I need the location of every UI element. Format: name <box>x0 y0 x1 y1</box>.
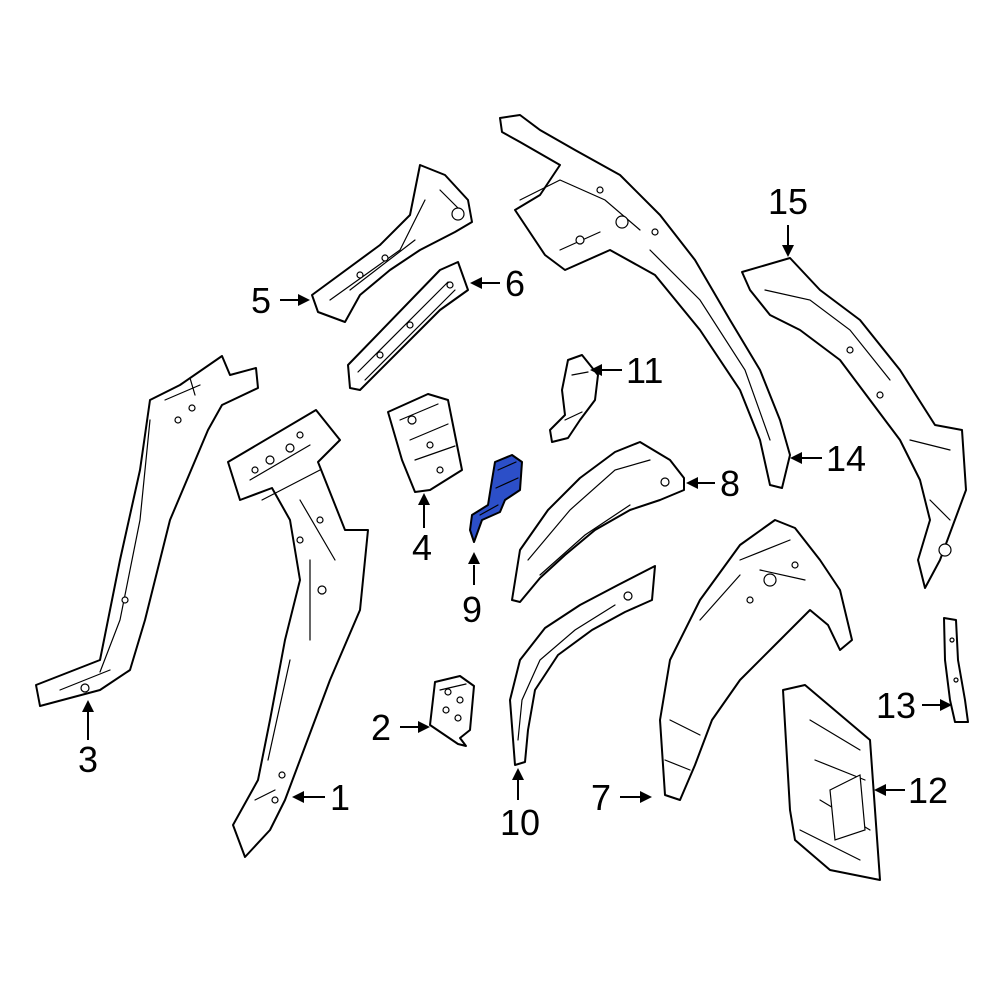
part-3-pillar-reinforcement[interactable] <box>35 355 259 707</box>
part-15-rear-pillar[interactable] <box>741 257 967 589</box>
callout-label-13: 13 <box>876 685 916 726</box>
callout-11-leader <box>590 364 622 376</box>
callout-label-4: 4 <box>412 527 432 568</box>
part-8-wheelhouse-arch[interactable] <box>511 441 685 603</box>
part-13-strip[interactable] <box>943 617 969 723</box>
part-14-roof-rail[interactable] <box>499 114 791 489</box>
callout-label-11: 11 <box>626 350 663 391</box>
callout-label-6: 6 <box>505 263 525 304</box>
callout-label-10: 10 <box>500 802 540 843</box>
callout-label-2: 2 <box>371 707 391 748</box>
callout-label-1: 1 <box>330 777 350 818</box>
part-7-wheelhouse-outer[interactable] <box>659 519 853 801</box>
callout-label-7: 7 <box>591 777 611 818</box>
part-9-bracket-highlighted[interactable] <box>469 454 523 543</box>
part-11-bracket[interactable] <box>549 354 599 443</box>
callout-2-leader <box>400 721 430 733</box>
part-4-gusset[interactable] <box>387 393 463 493</box>
callout-8-leader <box>686 477 715 489</box>
callout-10-leader <box>512 768 524 800</box>
callout-1-leader <box>292 791 325 803</box>
callout-label-3: 3 <box>78 739 98 780</box>
callout-5-leader <box>280 294 310 306</box>
callout-4-leader <box>418 493 430 528</box>
callout-15-leader <box>782 225 794 257</box>
callout-14-leader <box>790 452 822 464</box>
callout-3-leader <box>82 700 94 740</box>
callout-12-leader <box>874 784 905 796</box>
callout-label-9: 9 <box>462 589 482 630</box>
part-1-inner-pillar[interactable] <box>227 409 369 858</box>
callout-label-14: 14 <box>826 438 866 479</box>
callout-9-leader <box>468 552 480 585</box>
part-2-bracket[interactable] <box>429 675 475 747</box>
callout-6-leader <box>470 277 500 289</box>
part-5-upper-rail[interactable] <box>311 164 473 323</box>
part-6-rail-reinforcement[interactable] <box>347 261 469 391</box>
callout-7-leader <box>620 791 652 803</box>
callout-label-8: 8 <box>720 463 740 504</box>
part-12-rear-panel[interactable] <box>782 684 881 881</box>
callout-label-15: 15 <box>768 181 808 222</box>
part-10-wheelhouse-liner[interactable] <box>509 565 656 766</box>
callout-13-leader <box>922 699 952 711</box>
callout-label-5: 5 <box>251 280 271 321</box>
callout-label-12: 12 <box>908 770 948 811</box>
